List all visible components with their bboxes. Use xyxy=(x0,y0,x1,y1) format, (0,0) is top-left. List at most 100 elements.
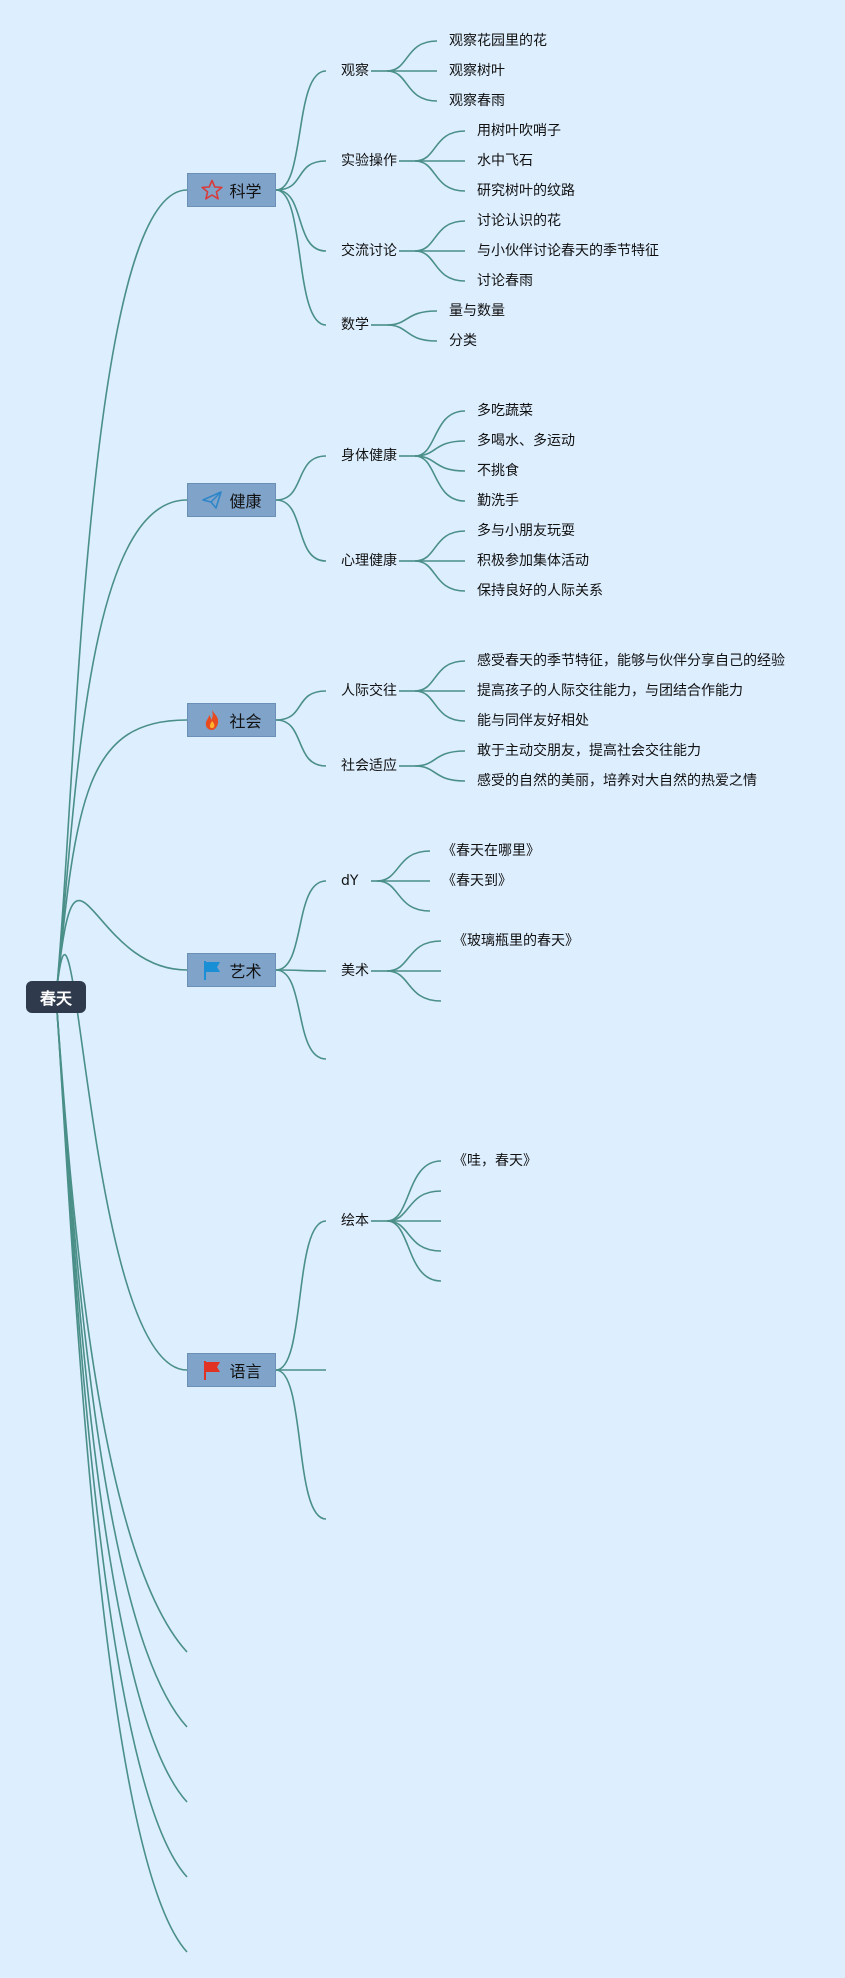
subtopic-to-leaf-line xyxy=(414,220,466,252)
subtopic-to-leaf-line xyxy=(414,410,466,457)
subtopic-to-leaf-line xyxy=(414,160,466,192)
leaf-node[interactable]: 能与同伴友好相处 xyxy=(477,713,589,729)
flame-icon xyxy=(206,710,219,730)
leaf-node[interactable]: 讨论认识的花 xyxy=(477,213,561,229)
root-node[interactable]: 春天 xyxy=(26,981,86,1013)
subtopic-to-leaf-line xyxy=(386,970,442,1002)
leaf-node[interactable]: 《哇，春天》 xyxy=(453,1153,537,1169)
subtopic-node[interactable]: 数学 xyxy=(341,317,369,333)
paper-plane-icon xyxy=(202,491,223,509)
topic-label: 语言 xyxy=(229,1362,262,1381)
subtopic-node[interactable]: 美术 xyxy=(341,963,369,979)
leaf-node[interactable]: 感受春天的季节特征，能够与伙伴分享自己的经验 xyxy=(477,653,785,669)
topic-to-subtopic-line xyxy=(275,690,327,721)
subtopic-to-leaf-line xyxy=(386,324,438,342)
leaf-node[interactable]: 勤洗手 xyxy=(477,493,519,509)
root-to-topic-line xyxy=(55,189,188,998)
subtopic-to-leaf-line xyxy=(414,530,466,562)
root-to-topic-line xyxy=(55,954,188,1371)
subtopic-to-leaf-line xyxy=(386,40,438,72)
subtopic-to-leaf-line xyxy=(376,880,431,912)
root-extra-branch-line xyxy=(55,996,188,1878)
leaf-node[interactable]: 观察春雨 xyxy=(449,93,505,109)
topic-node[interactable]: 科学 xyxy=(187,173,276,207)
subtopic-to-leaf-line xyxy=(386,70,438,102)
topic-label: 艺术 xyxy=(229,962,262,981)
subtopic-to-leaf-line xyxy=(386,940,442,972)
subtopic-node[interactable]: 心理健康 xyxy=(341,553,397,569)
topic-node[interactable]: 社会 xyxy=(187,703,276,737)
leaf-node[interactable]: 感受的自然的美丽，培养对大自然的热爱之情 xyxy=(477,773,757,789)
subtopic-node[interactable]: 实验操作 xyxy=(341,153,397,169)
subtopic-node[interactable]: dY xyxy=(341,873,359,889)
topic-to-subtopic-line xyxy=(275,969,327,1060)
leaf-node[interactable]: 与小伙伴讨论春天的季节特征 xyxy=(477,243,659,259)
subtopic-node[interactable]: 绘本 xyxy=(341,1213,369,1229)
leaf-node[interactable]: 研究树叶的纹路 xyxy=(477,183,575,199)
subtopic-node[interactable]: 人际交往 xyxy=(341,683,397,699)
topic-to-subtopic-line xyxy=(275,1220,327,1371)
red-flag-icon xyxy=(204,1361,221,1380)
topic-to-subtopic-line xyxy=(275,160,327,191)
leaf-node[interactable]: 多喝水、多运动 xyxy=(477,433,575,449)
leaf-node[interactable]: 多与小朋友玩耍 xyxy=(477,523,575,539)
subtopic-to-leaf-line xyxy=(414,765,466,782)
leaf-node[interactable]: 保持良好的人际关系 xyxy=(477,583,603,599)
leaf-node[interactable]: 观察花园里的花 xyxy=(449,33,547,49)
subtopic-node[interactable]: 观察 xyxy=(341,63,369,79)
leaf-node[interactable]: 量与数量 xyxy=(449,303,505,319)
leaf-node[interactable]: 水中飞石 xyxy=(477,153,533,169)
topic-to-subtopic-line xyxy=(275,189,327,252)
subtopic-to-leaf-line xyxy=(414,750,466,767)
topic-label: 社会 xyxy=(229,712,262,731)
blue-flag-icon xyxy=(204,961,221,980)
topic-node[interactable]: 艺术 xyxy=(187,953,276,987)
topic-to-subtopic-line xyxy=(275,719,327,767)
topic-to-subtopic-line xyxy=(275,1369,327,1520)
subtopic-to-leaf-line xyxy=(414,560,466,592)
subtopic-node[interactable]: 身体健康 xyxy=(341,448,397,464)
root-to-topic-line xyxy=(55,719,188,998)
subtopic-to-leaf-line xyxy=(386,310,438,326)
subtopic-node[interactable]: 交流讨论 xyxy=(341,243,397,259)
leaf-node[interactable]: 提高孩子的人际交往能力，与团结合作能力 xyxy=(477,683,743,699)
topic-to-subtopic-line xyxy=(275,455,327,501)
leaf-node[interactable]: 分类 xyxy=(449,333,477,349)
topic-to-subtopic-line xyxy=(275,880,327,971)
topic-label: 科学 xyxy=(229,182,262,201)
topic-to-subtopic-line xyxy=(275,499,327,562)
root-to-topic-line xyxy=(55,499,188,998)
leaf-node[interactable]: 积极参加集体活动 xyxy=(477,553,589,569)
subtopic-to-leaf-line xyxy=(386,1190,442,1222)
topic-node[interactable]: 健康 xyxy=(187,483,276,517)
subtopic-to-leaf-line xyxy=(414,660,466,692)
subtopic-to-leaf-line xyxy=(376,850,431,882)
subtopic-to-leaf-line xyxy=(414,690,466,722)
topic-to-subtopic-line xyxy=(275,70,327,191)
subtopic-to-leaf-line xyxy=(414,130,466,162)
leaf-node[interactable]: 观察树叶 xyxy=(449,63,505,79)
leaf-node[interactable]: 《玻璃瓶里的春天》 xyxy=(453,933,579,949)
subtopic-to-leaf-line xyxy=(414,250,466,282)
leaf-node[interactable]: 《春天在哪里》 xyxy=(442,843,540,859)
topic-to-subtopic-line xyxy=(275,189,327,326)
root-extra-branch-line xyxy=(55,996,188,1653)
subtopic-to-leaf-line xyxy=(386,1220,442,1252)
subtopic-node[interactable]: 社会适应 xyxy=(341,758,397,774)
root-label: 春天 xyxy=(39,989,72,1008)
root-extra-branch-line xyxy=(55,996,188,1953)
topic-to-subtopic-line xyxy=(275,969,327,972)
subtopic-to-leaf-line xyxy=(386,1160,442,1222)
leaf-node[interactable]: 讨论春雨 xyxy=(477,273,533,289)
leaf-node[interactable]: 不挑食 xyxy=(477,463,519,479)
leaf-node[interactable]: 多吃蔬菜 xyxy=(477,403,533,419)
subtopic-to-leaf-line xyxy=(414,455,466,502)
leaf-node[interactable]: 用树叶吹哨子 xyxy=(477,123,561,139)
star-icon xyxy=(201,179,224,200)
leaf-node[interactable]: 敢于主动交朋友，提高社会交往能力 xyxy=(477,743,701,759)
topic-node[interactable]: 语言 xyxy=(187,1353,276,1387)
root-to-topic-line xyxy=(55,899,188,998)
leaf-node[interactable]: 《春天到》 xyxy=(442,873,512,889)
